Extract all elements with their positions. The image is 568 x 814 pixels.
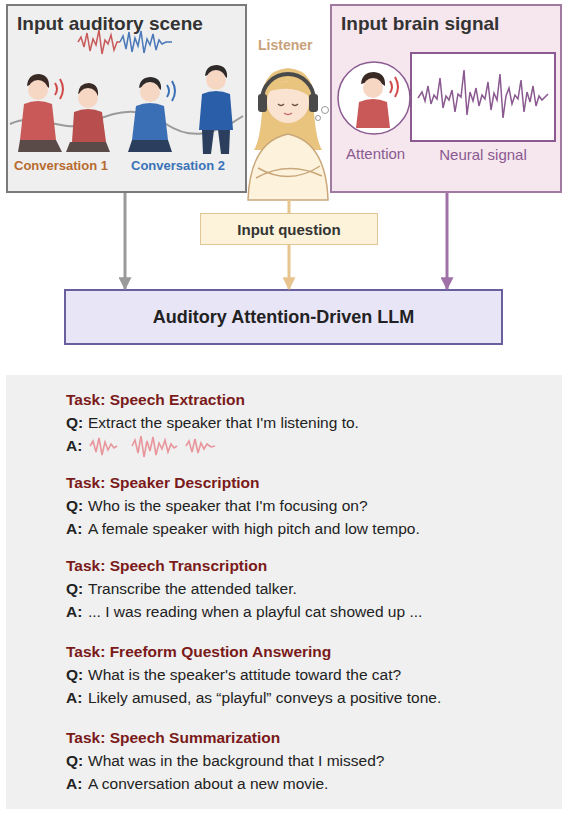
listener-link (288, 200, 291, 213)
headphone-band (262, 74, 314, 100)
listener-hair (254, 68, 322, 150)
closed-eyes (278, 104, 298, 106)
box-label: Input question (237, 221, 340, 238)
input-panel: Input brain signalNeural signal (330, 4, 562, 193)
qa-key: Q: (66, 580, 83, 598)
crossed-arms (256, 166, 322, 178)
qa-text: A conversation about a new movie. (88, 775, 328, 793)
qa-key: Q: (66, 497, 83, 515)
qa-key: A: (66, 689, 82, 707)
task-title: Task: Speaker Description (66, 474, 260, 492)
listener-body (248, 134, 328, 200)
qa-text: Likely amused, as “playful” conveys a po… (88, 689, 441, 707)
qa-text: Who is the speaker that I'm focusing on? (88, 497, 368, 515)
task-panel: Task: Speech ExtractionQ: Extract the spe… (6, 375, 562, 809)
listener-mouth (284, 113, 292, 115)
qa-text: What was in the background that I missed… (88, 752, 384, 770)
model-box: Auditory Attention-Driven LLM (64, 289, 503, 345)
qa-key: A: (66, 520, 82, 538)
qa-key: A: (66, 775, 82, 793)
task-title: Task: Speech Extraction (66, 391, 245, 409)
listener-head (267, 81, 309, 123)
qa-text: A female speaker with high pitch and low… (88, 520, 420, 538)
headphone-cup (258, 94, 267, 112)
qa-text: Transcribe the attended talker. (88, 580, 297, 598)
box-label: Auditory Attention-Driven LLM (153, 307, 414, 328)
qa-key: A: (66, 603, 82, 621)
flow-arrow (446, 193, 449, 289)
signal-caption: Neural signal (412, 146, 554, 163)
role-label: Listener (258, 37, 312, 53)
input-panel: Input auditory scene (6, 4, 247, 193)
task-title: Task: Speech Transcription (66, 557, 267, 575)
qa-text: Extract the speaker that I'm listening t… (88, 414, 359, 432)
question-box: Input question (200, 213, 378, 245)
qa-key: A: (66, 437, 82, 455)
qa-text: ... I was reading when a playful cat sho… (88, 603, 422, 621)
thought-bubble (322, 107, 329, 114)
qa-key: Q: (66, 752, 83, 770)
task-title: Task: Speech Summarization (66, 729, 280, 747)
signal-box: Neural signal (410, 52, 556, 142)
listener-hair (267, 81, 309, 96)
flow-arrow (288, 245, 291, 289)
panel-title: Input brain signal (341, 13, 499, 35)
panel-title: Input auditory scene (17, 13, 203, 35)
task-title: Task: Freeform Question Answering (66, 643, 331, 661)
flow-arrow (124, 193, 127, 289)
qa-text: What is the speaker's attitude toward th… (88, 666, 401, 684)
thought-bubble (316, 116, 321, 121)
qa-key: Q: (66, 414, 83, 432)
qa-key: Q: (66, 666, 83, 684)
headphone-cup (309, 94, 318, 112)
